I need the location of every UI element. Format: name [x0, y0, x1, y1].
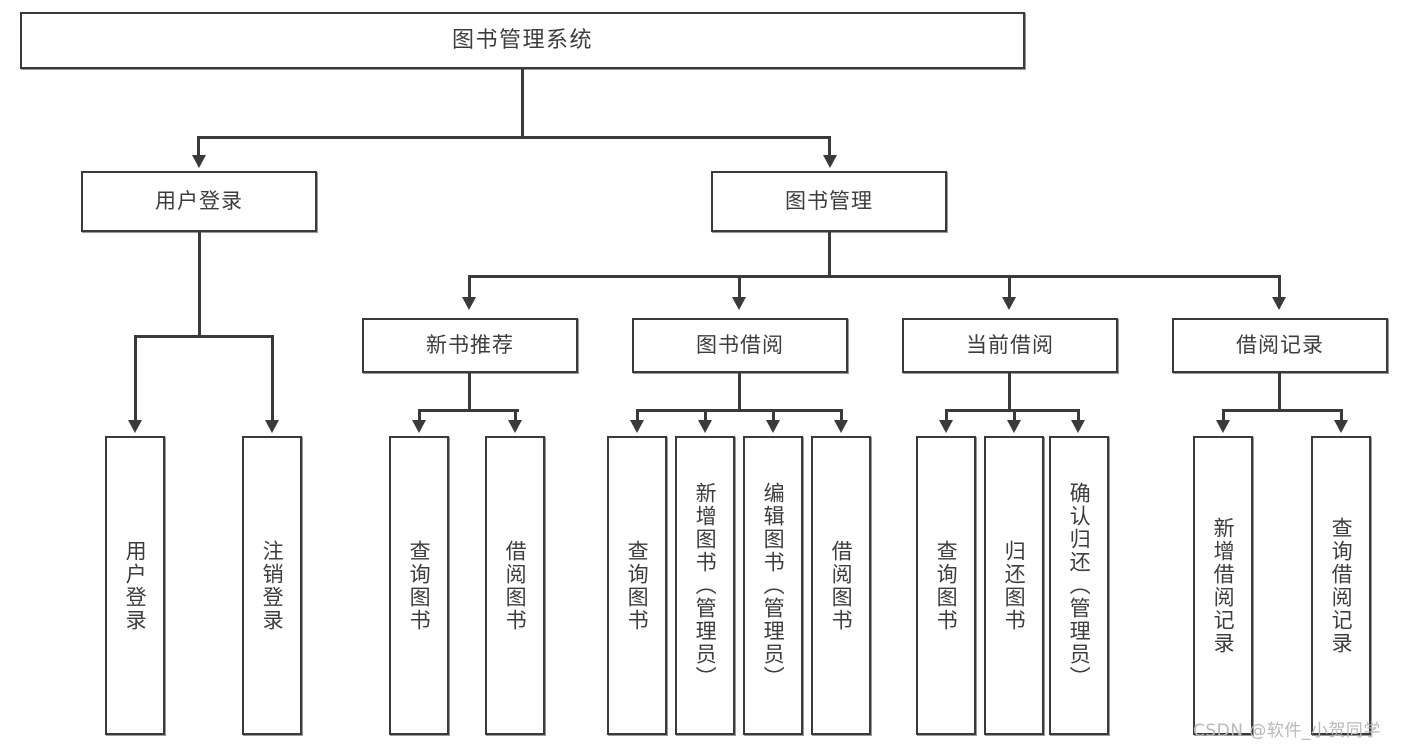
- leaf-borrow-edit-book[interactable]: 编辑图书（管理员）: [743, 436, 803, 735]
- connector-bm-to-current: [1008, 275, 1011, 300]
- arrow-record-leaf-1: [1216, 420, 1230, 433]
- connector-user-login-to-leaf-2: [271, 335, 274, 422]
- connector-current-leaf-2: [1013, 409, 1016, 422]
- arrow-borrow-leaf-1: [630, 420, 644, 433]
- connector-borrow-leaf-2: [704, 409, 707, 422]
- arrow-current-leaf-3: [1071, 420, 1085, 433]
- node-label: 图书借阅: [696, 333, 784, 358]
- arrow-root-to-book-mgmt: [823, 155, 837, 168]
- node-label: 查询图书: [934, 539, 959, 632]
- arrow-bm-to-borrow: [732, 297, 746, 310]
- node-label: 归还图书: [1002, 539, 1027, 632]
- connector-current-leaf-1: [945, 409, 948, 422]
- leaf-borrow-query-book[interactable]: 查询图书: [607, 436, 667, 735]
- node-label: 借阅记录: [1236, 333, 1324, 358]
- node-label: 编辑图书（管理员）: [761, 482, 786, 689]
- connector-borrow-leaf-1: [636, 409, 639, 422]
- arrow-root-to-user-login: [192, 155, 206, 168]
- node-book-management[interactable]: 图书管理: [711, 171, 947, 232]
- node-label: 用户登录: [123, 539, 148, 632]
- connector-newbook-leaf-2: [514, 409, 517, 422]
- leaf-current-confirm-return[interactable]: 确认归还（管理员）: [1049, 436, 1109, 735]
- connector-bm-to-borrow: [738, 275, 741, 300]
- connector-root-stem: [521, 69, 524, 138]
- connector-newbook-stem: [468, 373, 471, 411]
- connector-record-leaf-2: [1340, 409, 1343, 422]
- leaf-current-query-book[interactable]: 查询图书: [916, 436, 976, 735]
- connector-borrow-leaf-3: [772, 409, 775, 422]
- leaf-user-login-login[interactable]: 用户登录: [105, 436, 165, 735]
- connector-newbook-bus: [418, 409, 519, 412]
- arrow-user-login-leaf-2: [265, 420, 279, 433]
- connector-user-login-bus: [134, 335, 274, 338]
- arrow-current-leaf-2: [1007, 420, 1021, 433]
- node-current-borrow[interactable]: 当前借阅: [902, 318, 1118, 373]
- connector-record-stem: [1278, 373, 1281, 411]
- arrow-borrow-leaf-4: [834, 420, 848, 433]
- connector-root-to-book-mgmt: [828, 136, 831, 158]
- node-new-book-recommend[interactable]: 新书推荐: [362, 318, 578, 373]
- connector-borrow-bus: [636, 409, 842, 412]
- connector-user-login-stem: [198, 232, 201, 337]
- arrow-borrow-leaf-3: [766, 420, 780, 433]
- node-label: 当前借阅: [966, 333, 1054, 358]
- node-label: 借阅图书: [829, 539, 854, 632]
- leaf-newbook-borrow[interactable]: 借阅图书: [485, 436, 545, 735]
- node-label: 用户登录: [155, 189, 243, 214]
- arrow-newbook-leaf-1: [412, 420, 426, 433]
- node-label: 图书管理系统: [451, 27, 593, 53]
- arrow-bm-to-newbook: [462, 297, 476, 310]
- leaf-record-add[interactable]: 新增借阅记录: [1193, 436, 1253, 735]
- arrow-record-leaf-2: [1334, 420, 1348, 433]
- leaf-newbook-query[interactable]: 查询图书: [389, 436, 449, 735]
- connector-current-bus: [945, 409, 1079, 412]
- arrow-bm-to-current: [1002, 297, 1016, 310]
- node-book-borrow[interactable]: 图书借阅: [632, 318, 848, 373]
- node-user-login[interactable]: 用户登录: [81, 171, 317, 232]
- connector-newbook-leaf-1: [418, 409, 421, 422]
- node-label: 新书推荐: [426, 333, 514, 358]
- connector-current-leaf-3: [1077, 409, 1080, 422]
- arrow-borrow-leaf-2: [698, 420, 712, 433]
- node-label: 查询图书: [407, 539, 432, 632]
- connector-root-bus: [197, 136, 830, 139]
- node-borrow-record[interactable]: 借阅记录: [1172, 318, 1388, 373]
- arrow-newbook-leaf-2: [508, 420, 522, 433]
- connector-record-leaf-1: [1222, 409, 1225, 422]
- node-label: 查询图书: [625, 539, 650, 632]
- arrow-bm-to-record: [1272, 297, 1286, 310]
- leaf-current-return-book[interactable]: 归还图书: [984, 436, 1044, 735]
- node-label: 注销登录: [260, 539, 285, 632]
- node-label: 确认归还（管理员）: [1067, 482, 1092, 689]
- connector-root-to-user-login: [197, 136, 200, 158]
- arrow-user-login-leaf-1: [128, 420, 142, 433]
- connector-borrow-leaf-4: [840, 409, 843, 422]
- connector-bm-to-record: [1278, 275, 1281, 300]
- node-label: 借阅图书: [503, 539, 528, 632]
- leaf-user-login-logout[interactable]: 注销登录: [242, 436, 302, 735]
- connector-record-bus: [1222, 409, 1343, 412]
- node-label: 图书管理: [785, 189, 873, 214]
- connector-current-stem: [1008, 373, 1011, 411]
- connector-bm-to-newbook: [468, 275, 471, 300]
- connector-user-login-to-leaf-1: [134, 335, 137, 422]
- connector-book-mgmt-bus: [468, 275, 1280, 278]
- arrow-current-leaf-1: [939, 420, 953, 433]
- node-label: 新增借阅记录: [1211, 516, 1236, 655]
- node-root-system[interactable]: 图书管理系统: [20, 12, 1025, 69]
- node-label: 新增图书（管理员）: [693, 482, 718, 689]
- leaf-record-query[interactable]: 查询借阅记录: [1311, 436, 1371, 735]
- node-label: 查询借阅记录: [1329, 516, 1354, 655]
- leaf-borrow-borrow-book[interactable]: 借阅图书: [811, 436, 871, 735]
- connector-borrow-stem: [738, 373, 741, 411]
- connector-book-mgmt-stem: [828, 232, 831, 277]
- leaf-borrow-add-book[interactable]: 新增图书（管理员）: [675, 436, 735, 735]
